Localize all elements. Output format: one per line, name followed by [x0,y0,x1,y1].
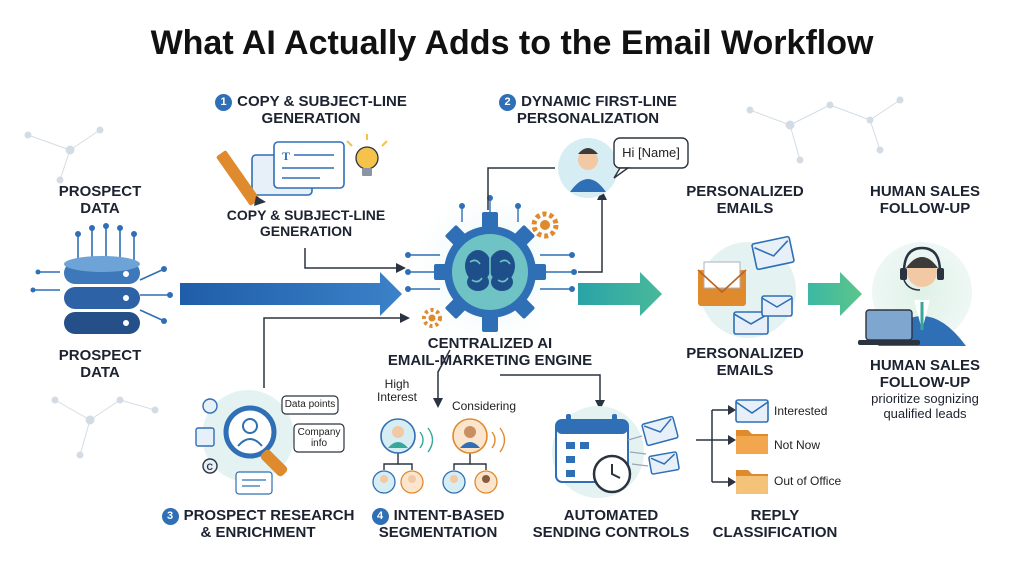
database-icon [30,223,173,334]
person-avatar-icon [558,138,618,198]
green-flow-arrow [808,272,862,316]
sales-agent-icon [858,242,972,346]
svg-text:C: C [207,462,214,472]
segmentation-people-icon [372,418,506,494]
step2-badge: 2 [499,94,517,111]
step1-badge: 1 [215,94,233,111]
calendar-clock-icon [552,406,680,498]
folder-not-now-icon [736,430,768,454]
emails-icon [697,235,796,338]
research-magnifier-icon: C [195,390,345,495]
speech-bubble [613,137,689,179]
reply-not-now: Not Now [774,438,821,452]
reply-interested: Interested [774,404,828,418]
orange-gear-icon [531,211,559,239]
reply-out-of-office: Out of Office [774,474,842,488]
step3-title-text: PROSPECT RESEARCH& ENRICHMENT [183,507,355,541]
reply-envelope-icon [735,399,769,423]
network-decoration-right [746,96,904,164]
orange-gear-small-icon [422,308,442,328]
ai-engine-gear [402,182,578,358]
step4-badge: 4 [371,508,389,525]
main-flow-arrow [180,272,402,316]
speech-bubble-text: Hi [Name] [622,145,680,160]
segment-considering: Considering [451,399,517,413]
svg-text:T: T [282,149,290,163]
lightbulb-icon [346,134,388,176]
connector-lines [263,167,728,483]
tag-data-points: Data points [284,399,336,410]
copy-generation-icon: T [216,141,345,206]
step3-badge: 3 [161,508,179,525]
teal-flow-arrow [578,272,662,316]
network-decoration-left [24,126,159,459]
folder-out-of-office-icon [736,470,768,494]
page-title: What AI Actually Adds to the Email Workf… [150,24,874,62]
